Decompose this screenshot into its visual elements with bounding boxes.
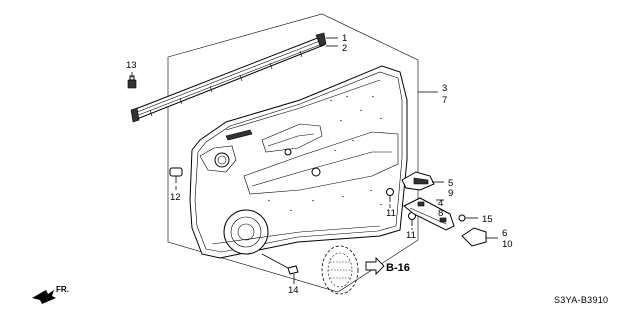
reference-b16: B-16 (386, 262, 410, 274)
cover-5 (401, 171, 435, 191)
callout-7: 7 (442, 95, 447, 106)
callout-15: 15 (482, 214, 493, 225)
screw-12 (169, 167, 183, 183)
speaker-grille-dashed (321, 245, 359, 295)
callout-9: 9 (448, 188, 453, 199)
callout-2: 2 (342, 43, 347, 54)
door-lining-panel (189, 65, 408, 259)
fr-arrow-icon (32, 290, 56, 304)
callout-11-upper: 11 (386, 208, 396, 219)
cover-6 (461, 227, 487, 247)
screw-14 (287, 265, 299, 282)
inner-handle-assembly (403, 197, 455, 231)
direction-label: FR. (56, 285, 69, 294)
callout-13: 13 (126, 60, 137, 71)
leader-lines (131, 37, 498, 284)
weatherstrip-molding (130, 32, 327, 123)
callout-12: 12 (170, 192, 181, 203)
callout-14: 14 (288, 285, 299, 296)
screw-15 (458, 214, 472, 222)
clip-11-upper (386, 188, 394, 202)
callout-5: 5 (448, 178, 453, 189)
callout-11-lower: 11 (406, 230, 416, 241)
callout-4: 4 (438, 198, 443, 209)
callout-3: 3 (442, 83, 447, 94)
callout-6: 6 (502, 228, 507, 239)
callout-8: 8 (438, 208, 443, 219)
callout-labels: 1 2 3 7 13 12 5 9 4 8 11 11 15 6 10 14 (126, 33, 513, 296)
assembly-outline (167, 13, 419, 293)
diagram-code: S3YA-B3910 (554, 295, 608, 305)
ref-arrow (365, 256, 385, 276)
callout-10: 10 (502, 239, 513, 250)
callout-1: 1 (342, 33, 347, 44)
